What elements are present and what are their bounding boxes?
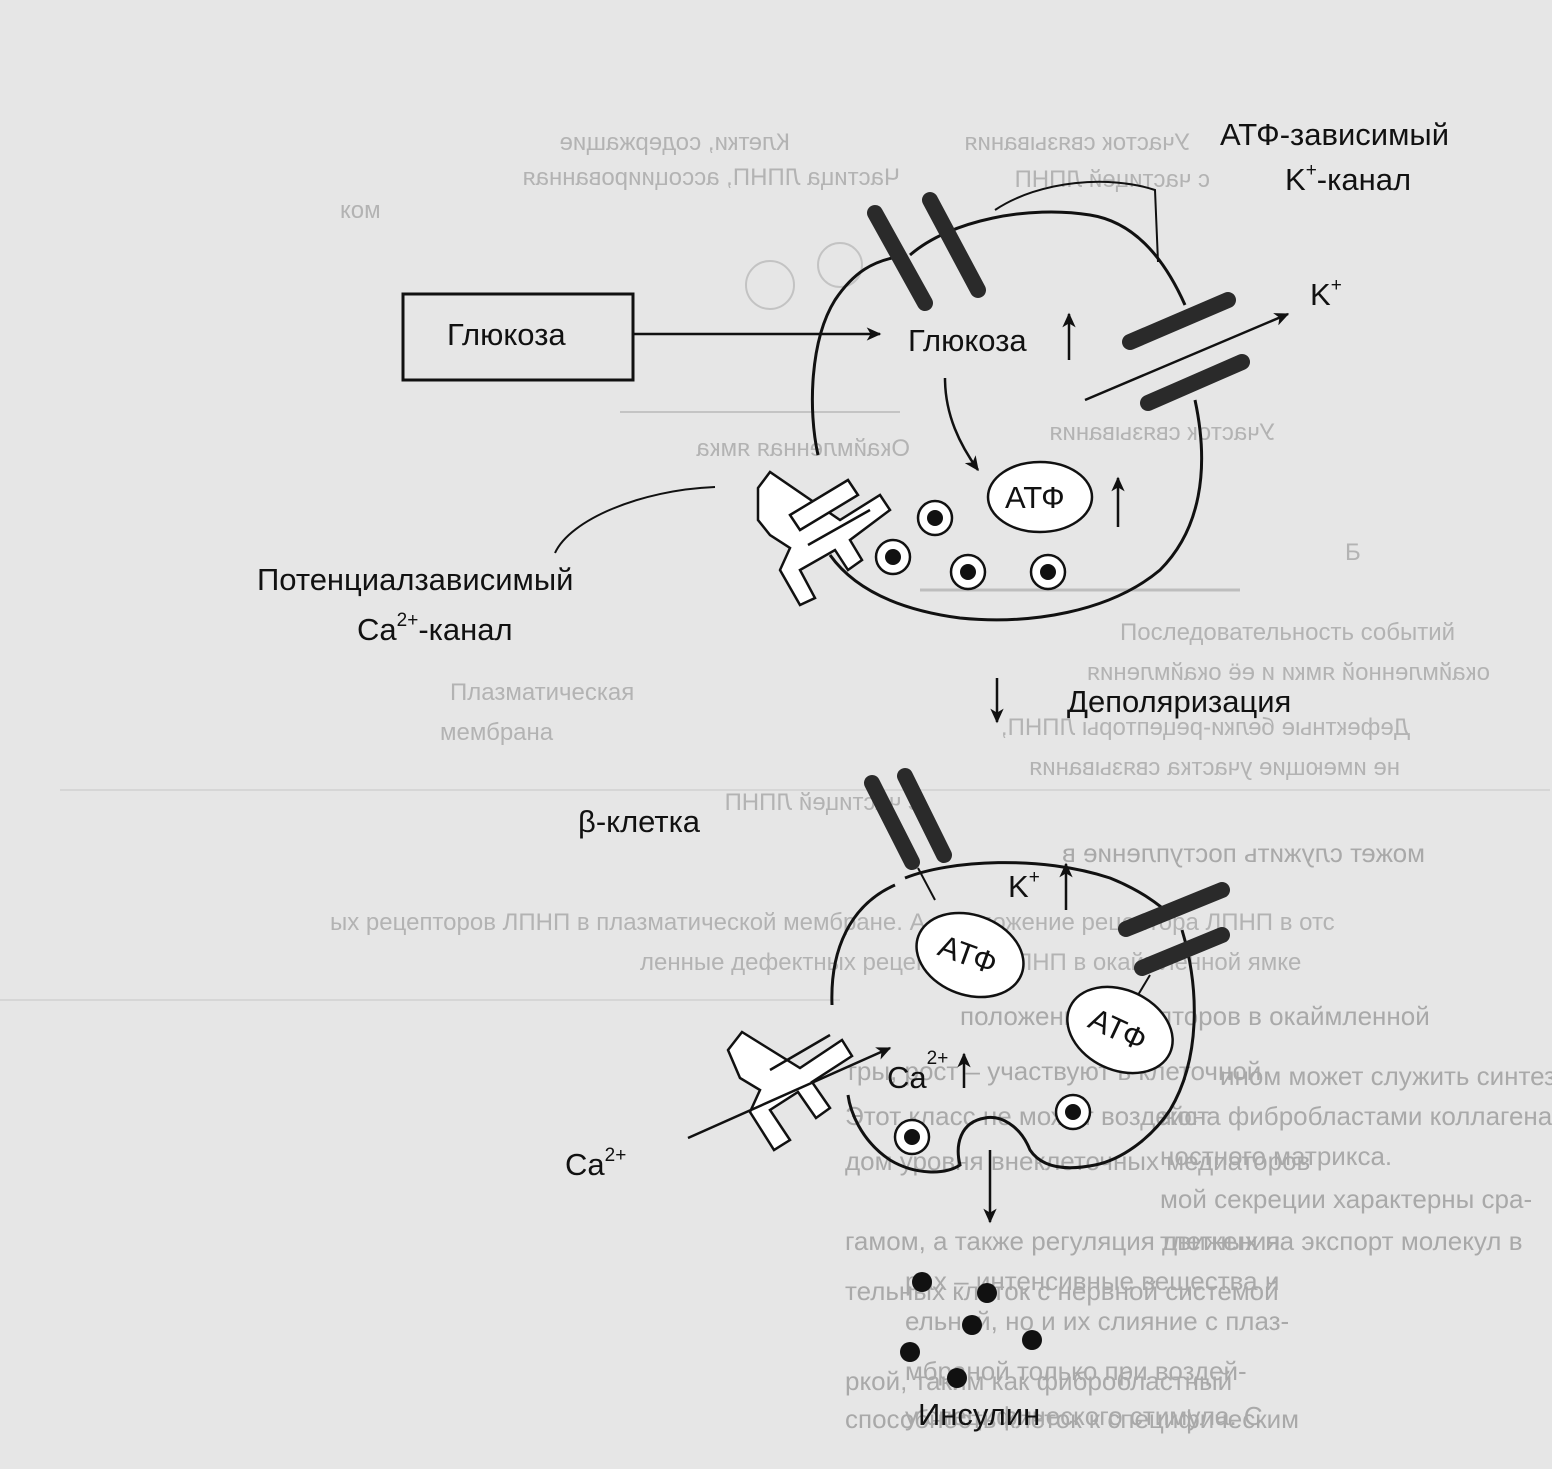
ca-channel-label-line1: Потенциалзависимый: [257, 562, 573, 597]
ghost-text: Участок связывания: [1049, 419, 1275, 446]
ghost-text: гамом, а также регуляция движения: [845, 1226, 1280, 1256]
glucose-transporter: [922, 192, 986, 298]
atp-label-top: АТФ: [1005, 480, 1065, 515]
ghost-text: тры, рост – участвуют в клеточной: [845, 1056, 1261, 1086]
ghost-text: окаймленной ямки и её окаймления: [1087, 659, 1490, 686]
calcium-channel-closed: [756, 470, 892, 607]
potassium-out-label: K+: [1310, 275, 1342, 312]
katp-channel-closed: [1118, 882, 1230, 937]
glucose-transporter: [867, 205, 933, 311]
ghost-text: Клетки, содержащие: [560, 129, 790, 156]
glucose-box: [401, 292, 635, 382]
calcium-out-label: Ca2+: [565, 1145, 626, 1182]
katp-channel-closed: [864, 775, 920, 870]
ghost-text: ркой, таким как фибробластный: [845, 1366, 1232, 1396]
potassium-efflux-arrow: [1084, 312, 1290, 402]
potassium-in-label: K+: [1008, 867, 1040, 904]
glycolysis-arrow: [943, 377, 980, 472]
ghost-text: Частица ЛПНП, ассоциированная: [523, 164, 900, 191]
atp-oval-bound-2: [1066, 985, 1174, 1075]
ghost-text: у специфического стимула. С: [905, 1401, 1263, 1431]
intracellular-glucose-label: Глюкоза: [908, 323, 1027, 358]
ca-channel-leader-line: [554, 486, 716, 554]
insulin-granule-group-top: [874, 499, 1067, 591]
ghost-text: тельных клеток с нервной системой: [845, 1276, 1279, 1306]
bleed-through-text: Клетки, содержащие Частица ЛПНП, ассоции…: [0, 129, 1552, 1434]
atp-oval-bound-1: [915, 911, 1025, 999]
ghost-text: Б: [1345, 539, 1361, 566]
katp-channel-label-line2: K+-канал: [1285, 160, 1411, 197]
cell-membrane-bottom: [830, 861, 1196, 1174]
beta-cell-bottom: АТФ АТФ K+ Ca2+ Ca2+ β-клетка: [565, 768, 1230, 1432]
ghost-text: способность клеток к специфическим: [845, 1404, 1299, 1434]
katp-channel-label-line1: АТФ-зависимый: [1220, 117, 1449, 152]
katp-channel-closed: [897, 768, 952, 863]
atp-oval-top: [986, 460, 1094, 534]
katp-channel-top: [1122, 292, 1236, 350]
calcium-channel-open: [726, 1030, 854, 1152]
ca-channel-label-line2: Ca2+-канал: [357, 610, 513, 647]
ghost-text: Участок связывания: [964, 129, 1190, 156]
beta-cell-top: Глюкоза Глюкоза АТФ K+ АТФ-зависимый K+-…: [257, 117, 1449, 647]
glucose-box-label: Глюкоза: [447, 317, 566, 352]
katp-leader-line: [994, 180, 1159, 263]
ghost-text: Окаймленная ямка: [696, 435, 910, 462]
calcium-in-label: Ca2+: [887, 1048, 948, 1095]
insulin-granule-group-bottom: [893, 1093, 1092, 1156]
ghost-text: ком: [340, 197, 381, 224]
ghost-text: может служить поступление в: [1062, 838, 1425, 868]
insulin-label: Инсулин: [918, 1397, 1040, 1432]
katp-channel-top: [1140, 354, 1250, 411]
ghost-text: тлетных на экспорт молекул в: [1160, 1226, 1523, 1256]
katp-channel-closed: [1134, 927, 1230, 976]
depolarization-label: Деполяризация: [1067, 684, 1291, 719]
ghost-text: ельной, но и их слияние с плаз-: [905, 1306, 1289, 1336]
ghost-text: мой секреции характерны сра-: [1160, 1184, 1532, 1214]
beta-cell-label: β-клетка: [578, 804, 701, 839]
ghost-text: ностного матрикса.: [1160, 1141, 1392, 1171]
cell-membrane-top: [810, 210, 1204, 622]
ghost-text: Дефектные белки-рецепторы ЛПНП,: [1001, 714, 1410, 741]
ghost-text: мембрана: [440, 719, 554, 746]
ghost-text: ином может служить синтез и: [1220, 1061, 1552, 1091]
ghost-text: рах – интенсивные вещества и: [905, 1266, 1279, 1296]
ghost-text: жона фибробластами коллагена: [1160, 1101, 1552, 1131]
ghost-text: не имеющие участка связывания: [1029, 754, 1400, 781]
released-insulin: [900, 1272, 1042, 1388]
ghost-text: Плазматическая: [450, 679, 634, 706]
ghost-text: Последовательность событий: [1120, 619, 1455, 646]
calcium-influx-arrow: [687, 1046, 892, 1140]
